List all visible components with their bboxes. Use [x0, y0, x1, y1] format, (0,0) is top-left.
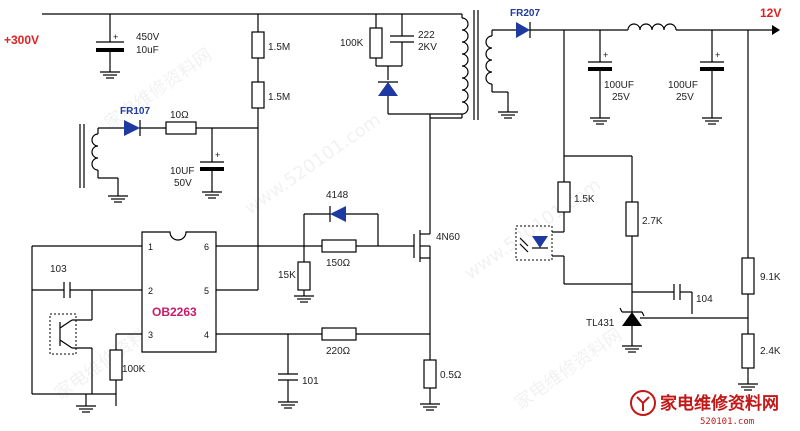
pin2-network: 103 — [32, 264, 142, 394]
ground-icon — [498, 111, 518, 119]
ground-icon — [622, 345, 642, 353]
ground-icon — [590, 117, 610, 125]
d-out-label: FR207 — [510, 8, 540, 19]
ob2263-controller: OB2263 1 2 3 4 5 6 — [141, 231, 217, 353]
site-logo: 家电维修资料网 520101.com — [630, 390, 779, 427]
feedback-network: 1.5K 2.7K 104 — [515, 30, 781, 391]
r-start2-label: 1.5M — [268, 92, 290, 103]
chip-label: OB2263 — [152, 305, 197, 319]
polarity-mark: + — [603, 50, 608, 60]
optocoupler-transistor — [49, 313, 93, 394]
c-101-label: 101 — [302, 376, 319, 387]
ground-icon — [278, 401, 298, 409]
pin-label: 5 — [204, 286, 209, 296]
pin1-ground — [31, 245, 142, 395]
r-gate-label: 150Ω — [326, 258, 351, 269]
diode-icon — [124, 120, 140, 136]
hv-rail: +300V — [4, 13, 463, 47]
watermark-text: www.520101.com — [241, 109, 385, 219]
ground-icon — [294, 295, 314, 303]
r-15k-label: 1.5K — [574, 194, 595, 205]
r-27k-label: 2.7K — [642, 216, 663, 227]
watermarks: 家电维修资料网 www.520101.com www.520101.com 家电… — [51, 45, 626, 414]
ground-icon — [702, 117, 722, 125]
pin-label: 2 — [148, 286, 153, 296]
ground-icon — [202, 191, 222, 199]
flyback-transformer — [429, 10, 518, 120]
plus12v-label: 12V — [760, 6, 781, 20]
watermark-text: 家电维修资料网 — [101, 45, 216, 134]
startup-resistors: 1.5M 1.5M — [251, 14, 290, 252]
current-sense: 220Ω 101 0.5Ω — [216, 327, 462, 411]
diode-icon — [378, 82, 398, 96]
diode-icon — [330, 206, 346, 222]
pin5-vcc — [216, 252, 259, 291]
polarity-mark: + — [113, 32, 118, 42]
c-104-label: 104 — [696, 294, 713, 305]
r-gs-label: 15K — [278, 270, 296, 281]
pin-label: 1 — [148, 242, 153, 252]
diode-icon — [516, 22, 530, 38]
pin-label: 6 — [204, 242, 209, 252]
mosfet-switch: 4N60 — [413, 118, 460, 360]
pin-label: 4 — [204, 330, 209, 340]
r-91k-label: 9.1K — [760, 272, 781, 283]
d-aux-label: FR107 — [120, 106, 150, 117]
logo-text: 家电维修资料网 — [660, 393, 779, 414]
r-220-label: 220Ω — [326, 346, 351, 357]
mosfet-label: 4N60 — [436, 232, 460, 243]
r-sense-label: 0.5Ω — [440, 370, 462, 381]
ground-icon — [420, 403, 440, 411]
tl431-regulator: TL431 — [586, 300, 748, 353]
output-rectifier: FR207 — [492, 8, 628, 38]
ground-icon — [738, 383, 758, 391]
r-24k-label: 2.4K — [760, 346, 781, 357]
polarity-mark: + — [715, 50, 720, 60]
pin-label: 3 — [148, 330, 153, 340]
watermark-text: www.520101.com — [461, 174, 605, 284]
r-start1-label: 1.5M — [268, 42, 290, 53]
led-icon — [532, 236, 548, 248]
r-aux-label: 10Ω — [170, 110, 189, 121]
gate-drive: 4148 150Ω 15K — [216, 190, 414, 303]
r-100k-label: 100K — [122, 364, 146, 375]
d-gate-label: 4148 — [326, 190, 349, 201]
logo-url: 520101.com — [700, 417, 754, 427]
optocoupler-led — [515, 225, 565, 284]
ground-icon — [76, 405, 96, 413]
pin3-network: 100K — [76, 333, 146, 413]
plus300v-label: +300V — [4, 33, 39, 47]
polarity-mark: + — [215, 150, 220, 160]
watermark-text: 家电维修资料网 — [511, 325, 626, 414]
c-103-label: 103 — [50, 264, 67, 275]
ground-icon — [100, 71, 120, 79]
ground-icon — [108, 195, 128, 203]
r-snub-label: 100K — [340, 38, 364, 49]
tl431-label: TL431 — [586, 318, 615, 329]
